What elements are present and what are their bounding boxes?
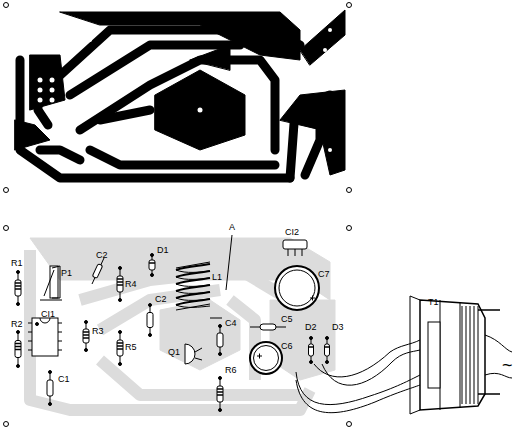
part-label: R1: [11, 259, 23, 268]
part-label: C7: [318, 270, 330, 279]
part-label: D1: [157, 246, 169, 255]
part-label: C5: [281, 315, 293, 324]
part-label: D2: [305, 323, 317, 332]
copper-shadow: [30, 238, 335, 410]
part-label: R4: [125, 280, 137, 289]
pads: [38, 28, 333, 152]
part-label: L1: [212, 273, 222, 282]
part-label: R3: [92, 327, 104, 336]
part-label: C2: [155, 295, 167, 304]
part-label: R5: [125, 343, 137, 352]
part-label: T1: [428, 298, 439, 307]
corner-marks: [4, 3, 352, 427]
part-label: P1: [61, 269, 72, 278]
part-label: C6: [281, 342, 293, 351]
part-label: R2: [11, 320, 23, 329]
part-label: R6: [225, 366, 237, 375]
part-label: Q1: [168, 348, 180, 357]
copper-traces: [15, 10, 345, 178]
part-label: D3: [332, 323, 344, 332]
part-label: CI2: [285, 228, 299, 237]
part-label: ~: [502, 356, 513, 374]
part-label: C1: [58, 375, 70, 384]
part-label: CI1: [41, 310, 55, 319]
part-label: C2: [96, 251, 108, 260]
part-label: C4: [225, 319, 237, 328]
components: [15, 235, 512, 414]
part-label: A: [229, 223, 235, 232]
